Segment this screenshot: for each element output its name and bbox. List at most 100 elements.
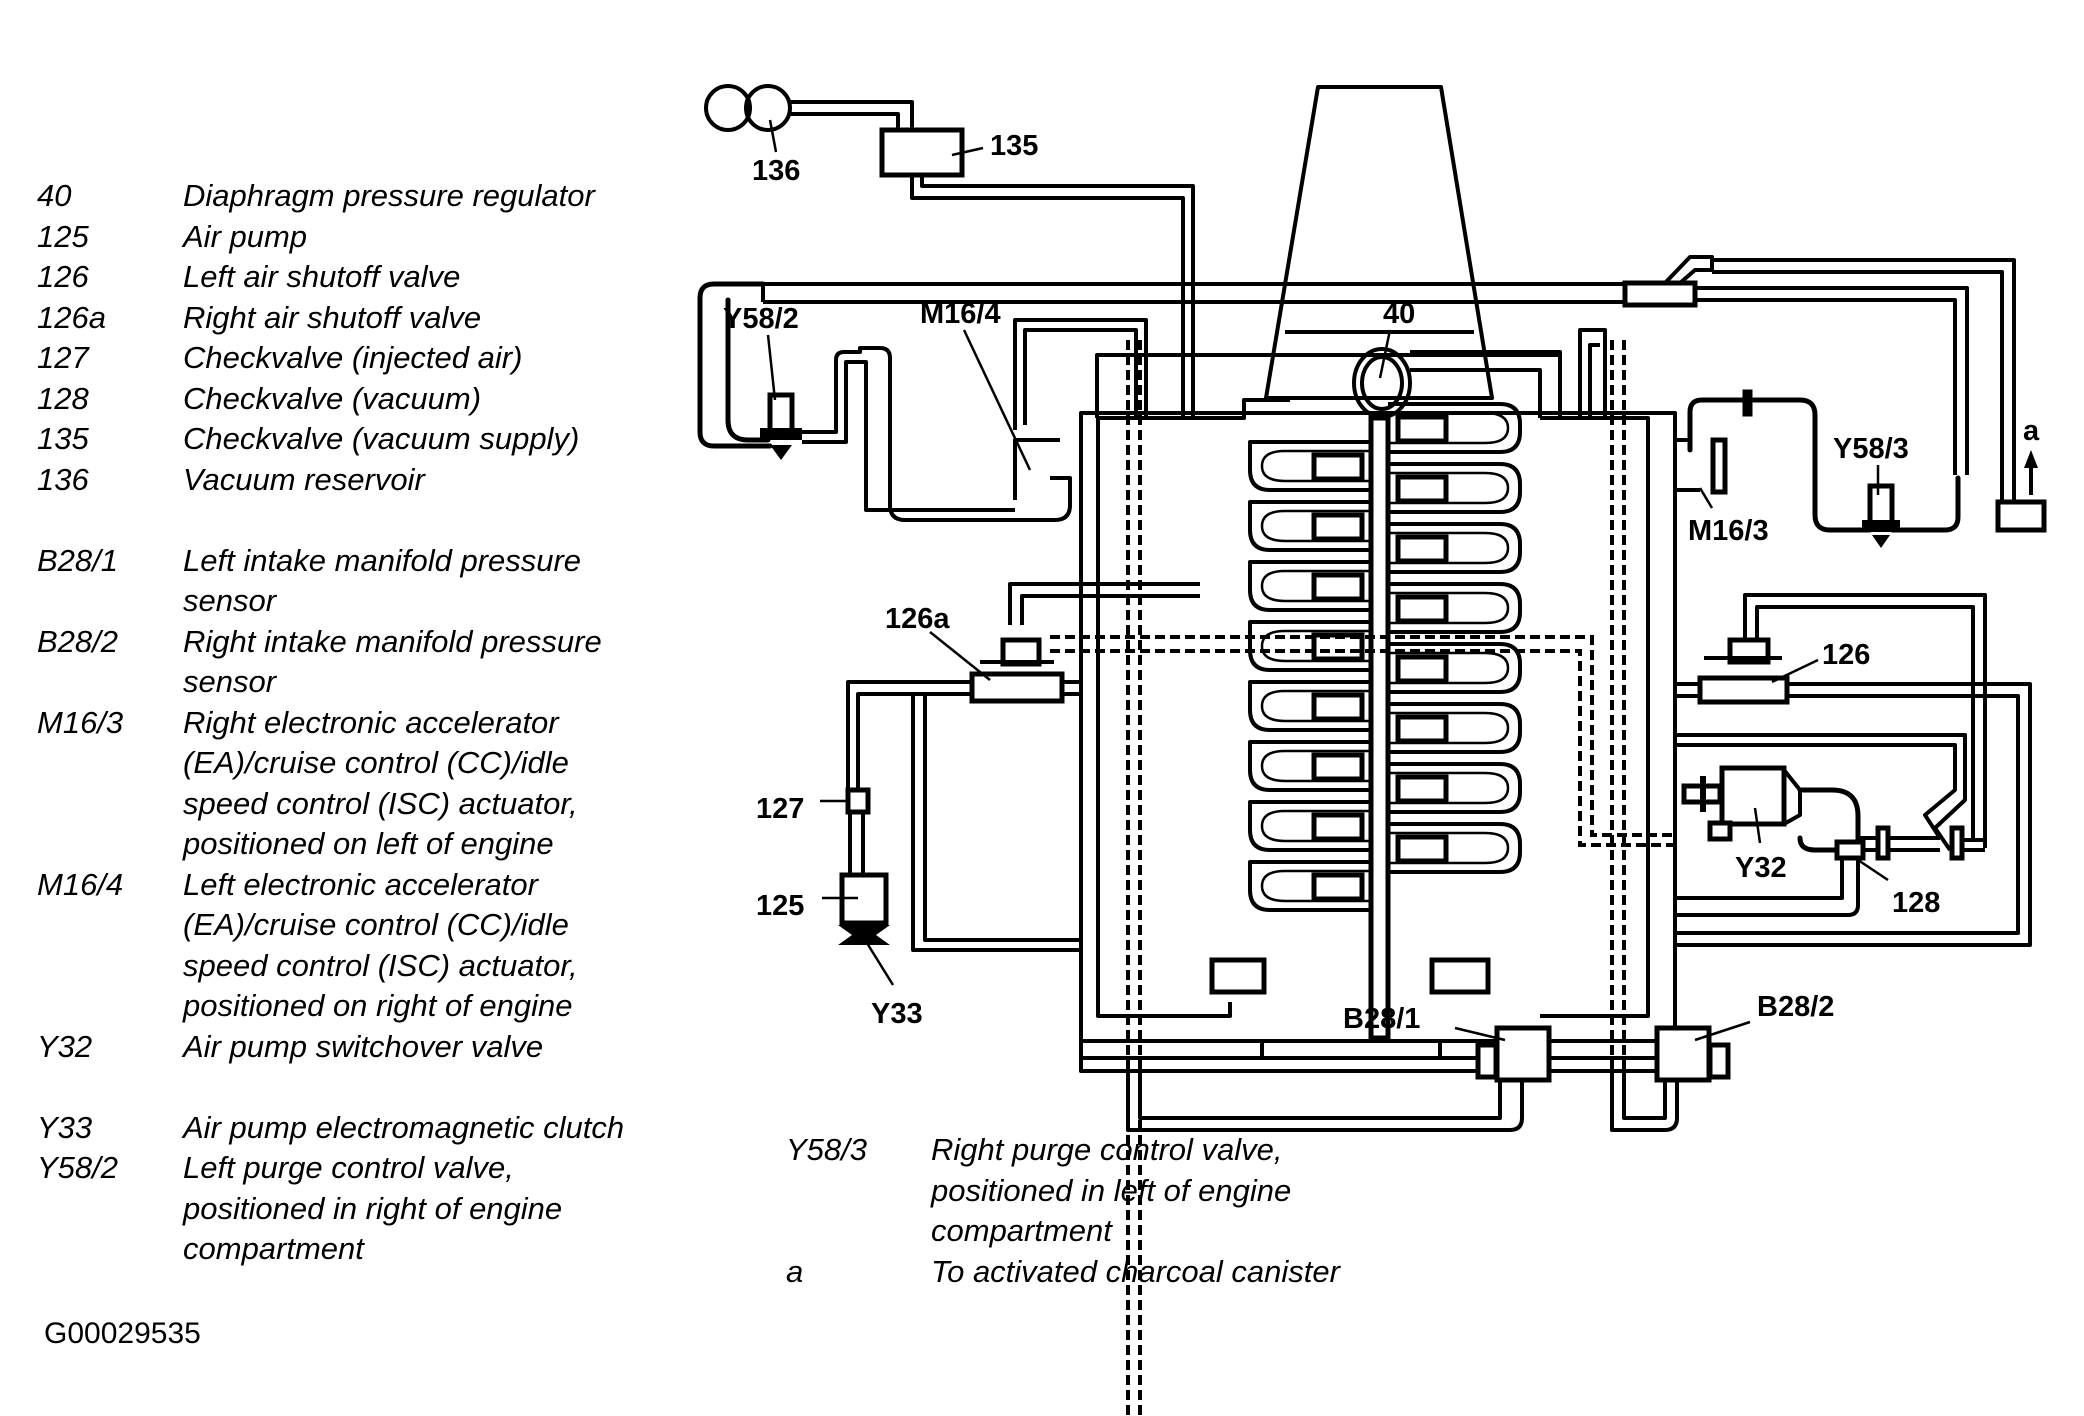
- injector-port: [1311, 512, 1365, 542]
- intake-runner-right: [1388, 702, 1522, 754]
- outlet-to-charcoal-canister: [1995, 450, 2047, 533]
- intake-runner-left: [1248, 560, 1371, 612]
- label-b28-2: B28/2: [1757, 991, 1834, 1023]
- injector-port: [1395, 774, 1449, 804]
- intake-runner-left: [1248, 440, 1371, 492]
- vacuum-reservoir-136: [704, 84, 914, 153]
- label-127: 127: [756, 793, 804, 825]
- label-y33: Y33: [871, 998, 923, 1030]
- injector-port: [1395, 594, 1449, 624]
- intake-runner-right: [1388, 522, 1522, 574]
- intake-runner-right: [1388, 762, 1522, 814]
- left-air-shutoff-valve-126: [1675, 593, 2032, 947]
- legend-description: Right electronic accelerator: [183, 704, 559, 740]
- legend-key: 126: [37, 259, 89, 294]
- legend-key: Y32: [37, 1028, 93, 1064]
- label-a: a: [2023, 415, 2040, 447]
- legend-description: Left purge control valve,: [183, 1150, 514, 1185]
- injector-port: [1395, 414, 1449, 444]
- legend-key: M16/4: [37, 866, 124, 902]
- legend-description: positioned on right of engine: [183, 988, 573, 1023]
- intake-runner-left: [1248, 620, 1371, 672]
- legend-description: sensor: [183, 664, 277, 699]
- intake-runner-right: [1388, 582, 1522, 634]
- legend-description: Left air shutoff valve: [183, 259, 461, 294]
- pressure-regulator-40: [1095, 328, 1607, 419]
- legend-description: compartment: [931, 1213, 1112, 1248]
- legend-key: 126a: [37, 299, 106, 335]
- legend-description: Checkvalve (injected air): [183, 340, 523, 375]
- injector-port: [1395, 714, 1449, 744]
- label-y58-2: Y58/2: [723, 303, 799, 335]
- legend-description: Air pump switchover valve: [183, 1028, 544, 1064]
- label-126: 126: [1822, 639, 1870, 671]
- intake-runner-right: [1388, 402, 1522, 454]
- left-ea-actuator-m16-4: [962, 318, 1148, 522]
- checkvalve-128: [1675, 839, 1889, 917]
- pressure-sensor-hoses: [1126, 1060, 1679, 1132]
- legend-key: B28/2: [37, 623, 119, 659]
- right-pressure-sensor-b28-2: [1654, 1020, 1751, 1083]
- left-purge-valve-y58-2: [725, 297, 1015, 522]
- figure-code: G00029535: [44, 1317, 201, 1350]
- fuel-rail: [1368, 415, 1391, 1041]
- label-125: 125: [756, 890, 804, 922]
- legend-description: Diaphragm pressure regulator: [183, 178, 595, 213]
- legend-key: Y33: [37, 1109, 93, 1145]
- legend-key: a: [786, 1253, 804, 1289]
- legend-description: (EA)/cruise control (CC)/idle: [183, 907, 569, 942]
- legend-description: sensor: [183, 583, 277, 618]
- legend-description: (EA)/cruise control (CC)/idle: [183, 745, 569, 780]
- legend-description: Air pump electromagnetic clutch: [183, 1109, 625, 1145]
- right-purge-valve-y58-3: [1742, 389, 1961, 548]
- intake-runner-right: [1388, 822, 1522, 874]
- label-y32: Y32: [1735, 852, 1787, 884]
- legend-description: Right air shutoff valve: [183, 299, 482, 335]
- legend-key: Y58/2: [37, 1150, 119, 1185]
- intake-runner-left: [1248, 800, 1371, 852]
- legend-description: positioned in left of engine: [931, 1172, 1292, 1208]
- injector-port: [1311, 872, 1365, 902]
- intake-runner-left: [1248, 500, 1371, 552]
- intake-runner-right: [1388, 462, 1522, 514]
- label-40: 40: [1383, 298, 1415, 330]
- air-pump-125: [822, 872, 895, 986]
- label-135: 135: [990, 130, 1038, 162]
- checkvalve-127: [820, 787, 871, 875]
- legend-key: 136: [37, 461, 89, 497]
- injector-port: [1311, 752, 1365, 782]
- legend-description: Right intake manifold pressure: [183, 623, 602, 659]
- air-pump-switchover-valve-y32: [1675, 733, 1985, 861]
- purge-line-top: [697, 255, 2016, 475]
- injector-port: [1395, 534, 1449, 564]
- legend-description: To activated charcoal canister: [931, 1253, 1340, 1289]
- legend-description: Air pump: [183, 218, 308, 254]
- legend-description: Checkvalve (vacuum): [183, 380, 482, 416]
- legend-description: speed control (ISC) actuator,: [183, 947, 578, 983]
- intake-runner-right: [1388, 642, 1522, 694]
- legend-key: 128: [37, 380, 89, 416]
- injector-port: [1311, 572, 1365, 602]
- legend-description: speed control (ISC) actuator,: [183, 785, 578, 821]
- legend-description: Right purge control valve,: [931, 1132, 1283, 1167]
- air-filter-housing: [1264, 85, 1494, 400]
- legend-description: positioned on left of engine: [183, 826, 554, 861]
- label-b28-1: B28/1: [1343, 1003, 1420, 1035]
- legend-description: positioned in right of engine: [183, 1190, 563, 1226]
- left-pressure-sensor-b28-1: [1454, 1025, 1552, 1083]
- legend-key: M16/3: [37, 704, 124, 740]
- intake-runner-left: [1248, 740, 1371, 792]
- legend-key: 125: [37, 218, 89, 254]
- label-m16-3: M16/3: [1688, 515, 1769, 547]
- legend-description: Checkvalve (vacuum supply): [183, 421, 580, 456]
- label-128: 128: [1892, 887, 1940, 919]
- injector-port: [1311, 812, 1365, 842]
- legend-key: 127: [37, 340, 89, 375]
- legend-key: 40: [37, 178, 72, 213]
- legend-description: Vacuum reservoir: [183, 461, 425, 497]
- injector-port: [1311, 452, 1365, 482]
- legend-description: compartment: [183, 1231, 364, 1266]
- legend-key: 135: [37, 421, 89, 456]
- intake-runner-left: [1248, 680, 1371, 732]
